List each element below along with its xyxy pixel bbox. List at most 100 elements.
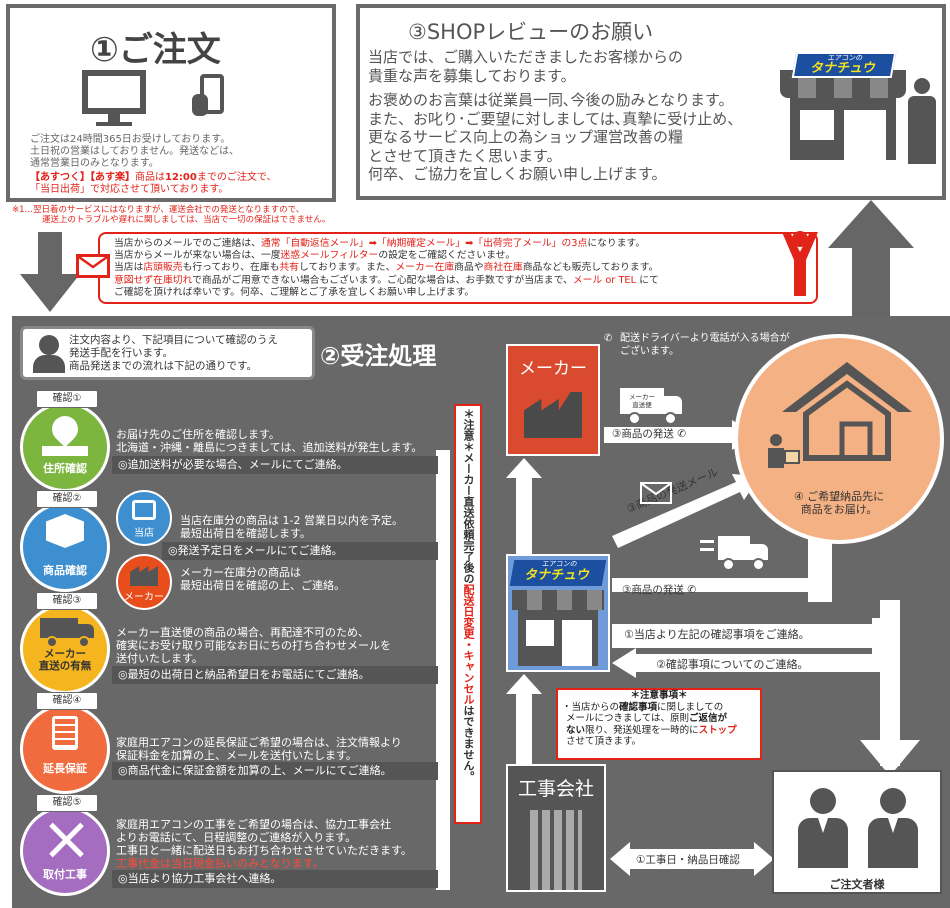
mail-l4d: にて [636, 274, 659, 286]
step5-line: 家庭用エアコンの工事をご希望の場合は、協力工事会社 [116, 818, 391, 831]
step4-label: 延長保証 [43, 762, 87, 775]
step1-label: 住所確認 [43, 462, 87, 475]
phone-icon: ✆ [687, 584, 697, 596]
shop-box-logo-big: タナチュウ [523, 568, 592, 583]
order-line: 通常営業日のみとなります。 [30, 158, 159, 169]
maker-stock-label: メーカー [124, 592, 164, 603]
step1-tag: 確認① [36, 390, 98, 408]
customer-person-icon [868, 788, 920, 868]
caution-l3c: ストップ [698, 724, 737, 736]
step2-tag: 確認② [36, 490, 98, 508]
step4-tag: 確認④ [36, 692, 98, 710]
hand-icon [192, 94, 208, 116]
mail-l3g: 商品や [454, 262, 484, 274]
review-line: とさせて頂きたく思います。 [368, 146, 562, 165]
caution-l2a: メールにつきましては、原則 [566, 713, 690, 724]
step4-bar: ◎商品代金に保証金額を加算の上、メールにてご連絡。 [112, 762, 438, 780]
house-icon [782, 362, 912, 461]
maker-stock-line: メーカー在庫分の商品は [180, 566, 301, 579]
shop-ship-text: ③商品の発送 [622, 584, 684, 596]
ship-request-arrow [506, 458, 542, 554]
schedule-label: ①工事日・納品日確認 [636, 854, 740, 866]
mail-line3: 当店は店頭販売も行っており、在庫も共有しております。また、メーカー在庫商品や商社… [114, 262, 659, 274]
confirm2-arrow [612, 648, 892, 678]
review-line: 何卒、ご協力を宜しくお願い申し上げます。 [368, 165, 667, 183]
step4-line: 保証料金を加算の上、メールを送付いたします。 [116, 749, 357, 762]
review-line: 更なるサービス向上の為ショップ運営改善の糧 [368, 128, 684, 146]
vcaution-head: ＊注意＊ [462, 408, 475, 452]
step3-tag: 確認③ [36, 592, 98, 610]
delivery-circle: ④ ご希望納品先に 商品をお届け。 [734, 334, 944, 544]
mail-l4b: で商品がご用意できない場合もございます。ご心配な場合は、お手数ですが当店まで、 [192, 274, 573, 286]
mail-l1c: になります。 [587, 238, 646, 249]
building-icon [530, 810, 582, 890]
mail-l3e: しております。また、 [298, 262, 396, 274]
process-intro: 注文内容より、下記項目について確認のうえ 発送手配を行います。 商品発送までの流… [20, 326, 315, 380]
vcaution-body1: メーカー直送依頼完了後の [462, 452, 475, 584]
caution-box: ＊注意事項＊ ・当店からの確認事項に関しましての メールにつきましては、原則ご返… [556, 688, 762, 760]
contractor-label: 工事会社 [517, 778, 594, 800]
schedule-arrow [610, 842, 774, 876]
shop-box-logo-small: エアコンの [541, 560, 578, 568]
mail-send-arrow [612, 474, 760, 548]
caution-l1c: に関しましての [657, 701, 724, 713]
maker-truck-icon: メーカー 直送便 [620, 388, 684, 425]
shop-box: エアコンの タナチュウ [506, 554, 610, 672]
review-lines: 当店では、ご購入いただきましたお客様からの 貴重な声を募集しております。 お褒め… [368, 48, 742, 184]
shop-ship-arrow [612, 568, 822, 592]
step3-line: メーカー直送便の商品の場合、再配達不可のため、 [116, 626, 369, 639]
maker-factory-icon [524, 392, 582, 438]
monitor-icon [82, 70, 146, 114]
confirm-contact-label: ②確認連絡 [514, 706, 527, 763]
shop-stock-line: 当店在庫分の商品は 1-2 営業日以内を予定。 [180, 514, 403, 527]
mail-l1b: 通常「自動返信メール」➡「納期確定メール」➡「出荷完了メール」の3点 [260, 238, 588, 249]
mail-l4c: メール or TEL [572, 274, 637, 286]
mail-line5: ご確認を頂ければ幸いです。何卒、ご理解とご了承を宜しくお願い申し上げます。 [114, 286, 475, 298]
shop-illustration: エアコンの タナチュウ [780, 52, 906, 160]
review-line: お褒めのお言葉は従業員一同､今後の励みとなります。 [368, 91, 734, 109]
wrench-screwdriver-icon [46, 820, 86, 860]
shop-box-awning-icon [512, 590, 604, 610]
asu-line2: 「当日出荷」で対応させて頂いております。 [30, 184, 229, 195]
customer-label: ご注文者様 [829, 878, 885, 891]
phone-icon: ✆ [677, 428, 687, 440]
mail-notice-text: 当店からのメールでのご連絡は、通常「自動返信メール」➡「納期確定メール」➡「出荷… [114, 238, 659, 299]
step1-lines: お届け先のご住所を確認します。 北海道・沖縄・離島につきましては、追加送料が発生… [116, 428, 422, 454]
vertical-caution-text: ＊注意＊メーカー直送依頼完了後の配送日変更・キャンセルはできません。 [456, 408, 480, 782]
order-title: ①ご注文 [90, 30, 221, 70]
maker-box: メーカー [506, 344, 600, 456]
caution-l2: メールにつきましては、原則ご返信が [558, 713, 760, 725]
mail-notice: 当店からのメールでのご連絡は、通常「自動返信メール」➡「納期確定メール」➡「出荷… [98, 232, 818, 304]
process-title: ②受注処理 [320, 342, 437, 370]
intro-line: 商品発送までの流れは下記の通りです。 [69, 360, 257, 372]
mail-line4: 意図せず在庫切れで商品がご用意できない場合もございます。ご心配な場合は、お手数で… [114, 275, 659, 287]
review-line: また、お叱り･ご要望に対しましては､真摯に受け止め、 [368, 109, 743, 128]
driver-line: 配送ドライバーより電話が入る場合が [620, 333, 790, 344]
up-arrow [828, 200, 914, 320]
step4-lines: 家庭用エアコンの延長保証ご希望の場合は、注文情報より 保証料金を加算の上、メール… [116, 736, 402, 762]
staff-person-icon [908, 78, 936, 164]
asu-label: 【あすつく】【あす楽】 [30, 172, 135, 183]
shop-ship-label: ③商品の発送 ✆ [622, 582, 696, 597]
step3-label: メーカー 直送の有無 [38, 648, 92, 672]
mail-envelope-icon [640, 482, 672, 504]
contractor-box: 工事会社 [506, 764, 606, 892]
caution-l4: させて頂きます。 [566, 736, 642, 747]
step3-lines: メーカー直送便の商品の場合、再配達不可のため、 確実にお受け取り可能なお日にちの… [116, 626, 391, 665]
mail-l2b: 迷惑メールフィルター [280, 250, 379, 262]
confirm-contact-arrow [506, 674, 542, 764]
maker-label: メーカー [519, 359, 587, 379]
asu-text2: までのご注文で、 [196, 172, 277, 183]
intro-line: 発送手配を行います。 [69, 347, 173, 359]
caution-l3: ない限り、発送処理を一時的にストップ [558, 725, 760, 737]
order-line: 土日祝の営業はしておりません。発送などは、 [30, 146, 240, 157]
customer-box: ご注文者様 [772, 770, 942, 894]
step2-label: 商品確認 [43, 564, 87, 577]
asu-line: 【あすつく】【あす楽】商品は12:00までのご注文で、 「当日出荷」で対応させて… [30, 172, 276, 196]
step5-label: 取付工事 [43, 868, 87, 881]
mail-l3i: 商品なども販売しております。 [522, 262, 659, 274]
mail-l3f: メーカー在庫 [395, 262, 455, 274]
shop-logo-big: タナチュウ [809, 61, 878, 76]
asu-time: 12:00 [165, 172, 197, 183]
maker-stock-lines: メーカー在庫分の商品は 最短出荷日を確認の上、ご連絡。 [180, 566, 345, 592]
